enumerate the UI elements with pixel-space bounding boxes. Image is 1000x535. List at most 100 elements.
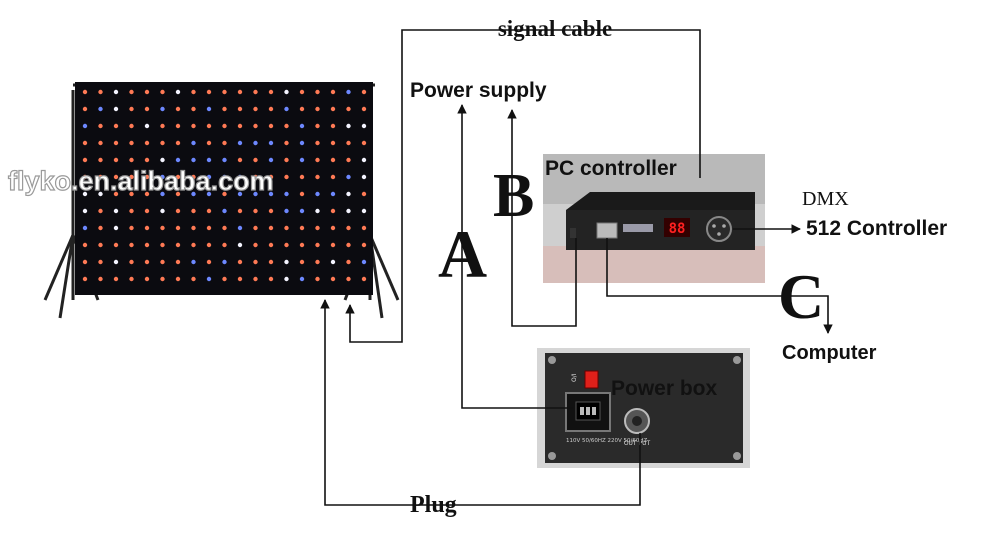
led-dot: [160, 140, 165, 146]
signal-cable-line: [345, 29, 701, 343]
led-dot: [144, 242, 150, 248]
led-dot: [144, 276, 150, 282]
led-dot: [315, 174, 320, 180]
led-dot: [330, 225, 336, 231]
led-dot: [284, 208, 289, 214]
curtain-panel: [75, 82, 373, 295]
power-switch: [584, 370, 599, 389]
led-dot: [113, 191, 119, 197]
led-dot: [253, 191, 258, 197]
svg-text:O/I: O/I: [571, 373, 578, 382]
led-dot: [206, 259, 212, 265]
led-dot: [129, 225, 134, 231]
led-dot: [299, 208, 305, 214]
led-dot: [253, 106, 258, 112]
led-dot: [315, 123, 320, 129]
led-dot: [144, 174, 150, 180]
led-dot: [237, 157, 243, 163]
sd-card-slot: [623, 224, 653, 232]
led-dot: [315, 140, 320, 146]
led-dot: [268, 106, 274, 112]
label-power-box: Power box: [611, 377, 718, 400]
led-dot: [222, 242, 227, 248]
led-dot: [237, 123, 243, 129]
led-dot: [237, 174, 243, 180]
led-dot: [284, 276, 289, 282]
led-dot: [346, 123, 351, 129]
led-dot: [113, 259, 119, 265]
led-dot: [113, 89, 119, 95]
led-dot: [113, 106, 119, 112]
led-dot: [144, 259, 150, 265]
led-dot: [191, 174, 196, 180]
label-pc-controller: PC controller: [545, 157, 677, 180]
led-dot: [346, 106, 351, 112]
led-dot: [268, 191, 274, 197]
led-dot: [253, 123, 258, 129]
led-dot: [346, 157, 351, 163]
label-letter-a: A: [438, 216, 487, 292]
led-dot: [191, 123, 196, 129]
led-dot: [284, 140, 289, 146]
led-dot: [113, 123, 119, 129]
led-dot: [98, 174, 103, 180]
led-dot: [222, 157, 227, 163]
pc-controller: 88: [543, 154, 765, 283]
led-dot: [268, 89, 274, 95]
led-dot: [330, 157, 336, 163]
plug-line: [320, 299, 641, 506]
led-dot: [82, 174, 88, 180]
led-dot: [268, 259, 274, 265]
led-dot: [222, 140, 227, 146]
led-dot: [361, 242, 367, 248]
led-dot: [299, 191, 305, 197]
led-dot: [284, 174, 289, 180]
led-dot: [330, 140, 336, 146]
led-dot: [175, 174, 181, 180]
led-dot: [299, 89, 305, 95]
led-dot: [98, 208, 103, 214]
led-dot: [129, 174, 134, 180]
led-dot: [253, 157, 258, 163]
led-dot: [315, 157, 320, 163]
led-dot: [253, 225, 258, 231]
led-dot: [346, 140, 351, 146]
led-dot: [361, 123, 367, 129]
led-dot: [361, 276, 367, 282]
led-dot: [175, 225, 181, 231]
led-dot: [361, 259, 367, 265]
led-dot: [175, 259, 181, 265]
led-dot: [346, 276, 351, 282]
led-dot: [160, 276, 165, 282]
led-dot: [346, 259, 351, 265]
label-letter-c: C: [778, 261, 824, 332]
led-dot: [299, 259, 305, 265]
led-dot: [113, 157, 119, 163]
label-computer: Computer: [782, 342, 877, 364]
led-dot: [206, 242, 212, 248]
led-dot: [129, 242, 134, 248]
led-dot: [191, 191, 196, 197]
led-dot: [82, 157, 88, 163]
led-dot: [284, 242, 289, 248]
led-dot: [82, 106, 88, 112]
led-dot: [82, 276, 88, 282]
led-dot: [129, 259, 134, 265]
led-dot: [113, 174, 119, 180]
led-dot: [253, 89, 258, 95]
led-dot: [330, 174, 336, 180]
led-dot: [299, 225, 305, 231]
output-label: OUT PUT: [624, 440, 651, 447]
led-dot: [175, 140, 181, 146]
led-dot: [113, 208, 119, 214]
label-dmx-512-controller: 512 Controller: [806, 217, 947, 240]
led-dot: [315, 225, 320, 231]
led-dot: [98, 242, 103, 248]
led-dot: [361, 208, 367, 214]
label-plug: Plug: [410, 492, 457, 518]
led-dot: [268, 174, 274, 180]
led-dot: [315, 208, 320, 214]
led-dot: [113, 225, 119, 231]
led-dot: [113, 276, 119, 282]
led-dot: [284, 225, 289, 231]
